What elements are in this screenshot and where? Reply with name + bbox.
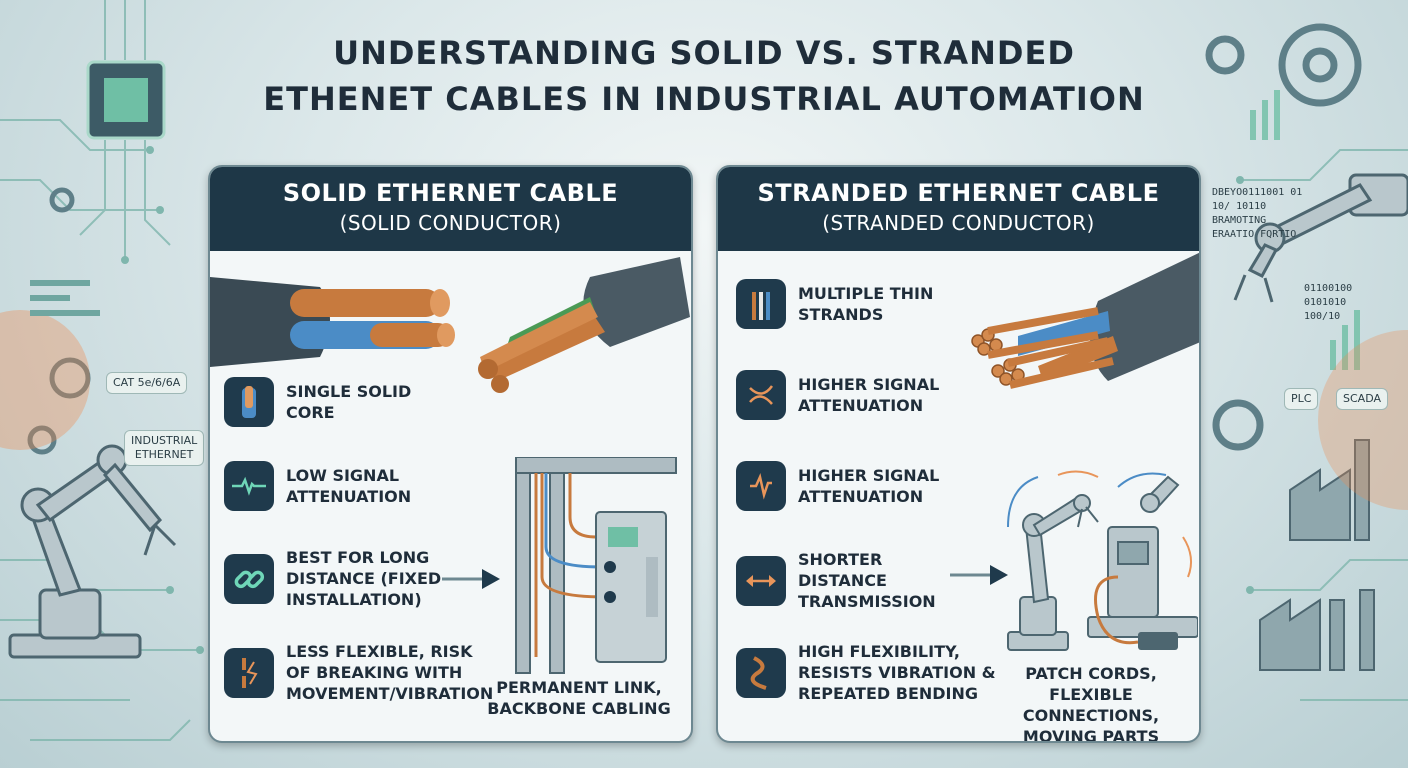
- robotic-machine-illustration: [1007, 470, 1198, 651]
- feature-line: CORE: [286, 403, 335, 422]
- feature-line: LESS FLEXIBLE, RISK: [286, 642, 473, 661]
- solid-heading: SOLID ETHERNET CABLE: [282, 179, 619, 207]
- plc-tag: PLC: [1284, 388, 1319, 410]
- binary-line: 100/10: [1304, 311, 1341, 322]
- feature-line: MOVEMENT/VIBRATION: [286, 684, 494, 703]
- stranded-feature-5: HIGH FLEXIBILITY, RESISTS VIBRATION & REPE…: [736, 641, 996, 704]
- feature-line: DISTANCE: [798, 571, 887, 590]
- binary-line: BRAMOTING: [1212, 215, 1267, 226]
- stranded-feature-3: HIGHER SIGNAL ATTENUATION: [736, 461, 939, 511]
- flex-wire-icon: [736, 647, 786, 698]
- feature-line: LOW SIGNAL: [286, 466, 400, 485]
- stranded-feature-4: SHORTER DISTANCE TRANSMISSION: [736, 549, 936, 612]
- feature-line: HIGHER SIGNAL: [798, 466, 940, 485]
- stranded-feature-2: HIGHER SIGNAL ATTENUATION: [736, 370, 939, 420]
- feature-line: TRANSMISSION: [798, 592, 936, 611]
- robot-arm-right: [1233, 173, 1408, 303]
- distance-arrows-icon: [736, 555, 786, 606]
- solid-feature-3: BEST FOR LONG DISTANCE (FIXED INSTALLATION…: [224, 547, 441, 610]
- solid-feature-4: LESS FLEXIBLE, RISK OF BREAKING WITH MOVEM…: [224, 641, 493, 704]
- feature-line: REPEATED BENDING: [798, 684, 979, 703]
- strands-icon: [736, 279, 786, 329]
- feature-line: OF BREAKING WITH: [286, 663, 463, 682]
- binary-line: ERAATIO FQRTIO: [1212, 229, 1297, 240]
- feature-line: INSTALLATION): [286, 590, 422, 609]
- industrial-ethernet-tag: INDUSTRIAL ETHERNET: [124, 430, 205, 466]
- stranded-heading: STRANDED ETHERNET CABLE: [757, 179, 1160, 207]
- solid-subheading: (SOLID CONDUCTOR): [339, 211, 562, 235]
- title-line-2: ETHENET CABLES IN INDUSTRIAL AUTOMATION: [263, 80, 1145, 118]
- feature-line: MULTIPLE THIN: [798, 284, 934, 303]
- feature-line: ATTENUATION: [798, 396, 924, 415]
- stranded-panel-header: STRANDED ETHERNET CABLE (STRANDED CONDUC…: [718, 167, 1199, 251]
- binary-line: 10/ 10110: [1212, 201, 1267, 212]
- stranded-feature-1: MULTIPLE THIN STRANDS: [736, 279, 933, 329]
- feature-line: HIGH FLEXIBILITY,: [798, 642, 961, 661]
- usage-line: FLEXIBLE CONNECTIONS,: [1022, 685, 1160, 725]
- usage-line: PATCH CORDS,: [1025, 664, 1157, 683]
- robot-arm-left: [8, 444, 177, 659]
- binary-line: 01100100: [1304, 283, 1353, 294]
- stranded-usage-text: PATCH CORDS, FLEXIBLE CONNECTIONS, MOVIN…: [986, 663, 1196, 743]
- stranded-cable-illustration: [971, 252, 1199, 389]
- cable-tray-cabinet-illustration: [515, 457, 677, 674]
- factory-icon: [1259, 439, 1375, 671]
- binary-line: 0101010: [1304, 297, 1347, 308]
- cat-tag: CAT 5e/6/6A: [106, 372, 188, 394]
- attenuation-icon: [736, 461, 786, 511]
- feature-line: RESISTS VIBRATION &: [798, 663, 996, 682]
- industrial-line-1: INDUSTRIAL: [131, 434, 198, 447]
- title-line-1: UNDERSTANDING SOLID VS. STRANDED: [333, 34, 1075, 72]
- solid-panel-header: SOLID ETHERNET CABLE (SOLID CONDUCTOR): [210, 167, 691, 251]
- solid-cable-illustration: [210, 257, 690, 393]
- page-title: UNDERSTANDING SOLID VS. STRANDED ETHENET…: [180, 30, 1228, 122]
- scada-tag: SCADA: [1336, 388, 1388, 410]
- arrow-right-icon: [950, 565, 1008, 585]
- feature-line: DISTANCE (FIXED: [286, 569, 442, 588]
- feature-line: SHORTER: [798, 550, 883, 569]
- tangle-icon: [736, 370, 786, 420]
- binary-text: DBEYO0111001 01 10/ 10110 BRAMOTING ERAA…: [1212, 186, 1352, 324]
- chain-link-icon: [224, 553, 274, 604]
- arrow-right-icon: [442, 569, 500, 589]
- usage-line: BACKBONE CABLING: [487, 699, 671, 718]
- usage-line: PERMANENT LINK,: [496, 678, 662, 697]
- broken-wire-icon: [224, 647, 274, 698]
- feature-line: BEST FOR LONG: [286, 548, 430, 567]
- solid-usage-text: PERMANENT LINK, BACKBONE CABLING: [474, 677, 684, 719]
- industrial-line-2: ETHERNET: [134, 448, 194, 461]
- solid-feature-2: LOW SIGNAL ATTENUATION: [224, 461, 411, 511]
- feature-line: SINGLE SOLID: [286, 382, 412, 401]
- solid-cable-panel: SOLID ETHERNET CABLE (SOLID CONDUCTOR) S…: [208, 165, 693, 743]
- solid-feature-1: SINGLE SOLID CORE: [224, 377, 411, 427]
- single-core-icon: [224, 377, 274, 427]
- feature-line: HIGHER SIGNAL: [798, 375, 940, 394]
- stranded-subheading: (STRANDED CONDUCTOR): [822, 211, 1095, 235]
- feature-line: ATTENUATION: [286, 487, 412, 506]
- binary-line: DBEYO0111001 01: [1212, 187, 1303, 198]
- signal-wave-icon: [224, 461, 274, 511]
- usage-line: MOVING PARTS: [1022, 727, 1160, 743]
- stranded-cable-panel: STRANDED ETHERNET CABLE (STRANDED CONDUC…: [716, 165, 1201, 743]
- feature-line: ATTENUATION: [798, 487, 924, 506]
- feature-line: STRANDS: [798, 305, 884, 324]
- chip-icon: [86, 60, 166, 140]
